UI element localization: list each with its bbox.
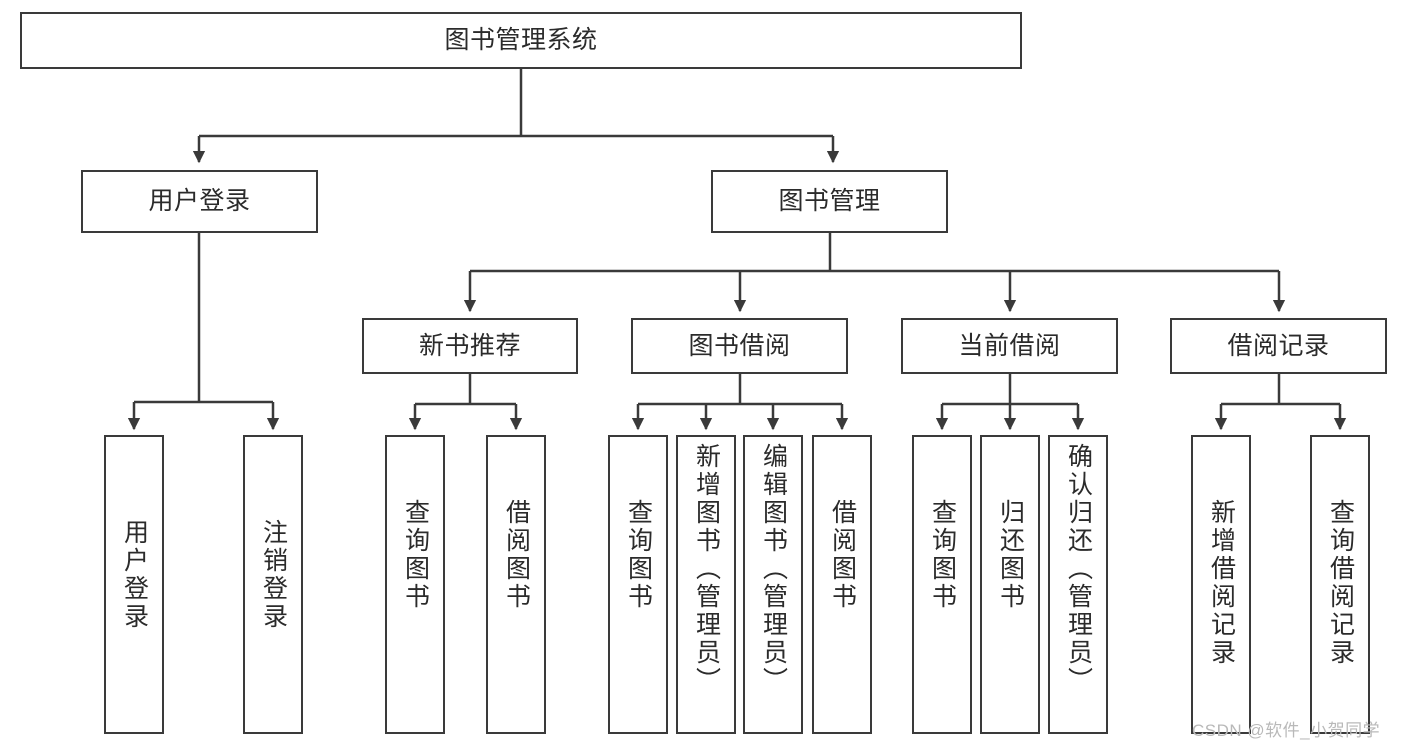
node-leaf-user-login[interactable]: 用户登录 — [104, 435, 164, 734]
node-label: 确认归还（管理员） — [1064, 443, 1093, 695]
node-label: 归还图书 — [996, 499, 1025, 611]
node-leaf-logout-login[interactable]: 注销登录 — [243, 435, 303, 734]
node-leaf-confirm-return[interactable]: 确认归还（管理员） — [1048, 435, 1108, 734]
node-label: 新增图书（管理员） — [692, 443, 721, 695]
node-label: 查询图书 — [401, 499, 430, 611]
node-label: 编辑图书（管理员） — [759, 443, 788, 695]
node-new-book-recommend[interactable]: 新书推荐 — [362, 318, 578, 374]
node-leaf-query-book-2[interactable]: 查询图书 — [608, 435, 668, 734]
node-leaf-query-book-1[interactable]: 查询图书 — [385, 435, 445, 734]
node-leaf-borrow-book-2[interactable]: 借阅图书 — [812, 435, 872, 734]
node-leaf-edit-book[interactable]: 编辑图书（管理员） — [743, 435, 803, 734]
node-leaf-add-book[interactable]: 新增图书（管理员） — [676, 435, 736, 734]
watermark-text: CSDN @软件_小贺同学 — [1192, 721, 1381, 740]
node-label: 用户登录 — [120, 519, 149, 631]
node-label: 借阅图书 — [828, 499, 857, 611]
node-leaf-add-record[interactable]: 新增借阅记录 — [1191, 435, 1251, 734]
node-user-login[interactable]: 用户登录 — [81, 170, 318, 233]
node-label: 当前借阅 — [958, 331, 1061, 360]
node-leaf-return-book[interactable]: 归还图书 — [980, 435, 1040, 734]
node-borrow-record[interactable]: 借阅记录 — [1170, 318, 1387, 374]
node-root-system[interactable]: 图书管理系统 — [20, 12, 1022, 69]
node-label: 新书推荐 — [418, 331, 521, 360]
node-label: 图书管理系统 — [444, 26, 598, 55]
node-label: 图书管理 — [778, 187, 881, 216]
node-label: 图书借阅 — [688, 331, 791, 360]
node-label: 注销登录 — [259, 519, 288, 631]
node-leaf-borrow-book-1[interactable]: 借阅图书 — [486, 435, 546, 734]
node-label: 查询图书 — [624, 499, 653, 611]
node-leaf-query-record[interactable]: 查询借阅记录 — [1310, 435, 1370, 734]
node-current-borrow[interactable]: 当前借阅 — [901, 318, 1118, 374]
node-label: 查询图书 — [928, 499, 957, 611]
node-leaf-query-book-3[interactable]: 查询图书 — [912, 435, 972, 734]
node-label: 查询借阅记录 — [1326, 499, 1355, 667]
node-book-management[interactable]: 图书管理 — [711, 170, 948, 233]
node-label: 新增借阅记录 — [1207, 499, 1236, 667]
node-book-borrow[interactable]: 图书借阅 — [631, 318, 848, 374]
node-label: 用户登录 — [148, 187, 251, 216]
node-label: 借阅图书 — [502, 499, 531, 611]
node-label: 借阅记录 — [1227, 331, 1330, 360]
